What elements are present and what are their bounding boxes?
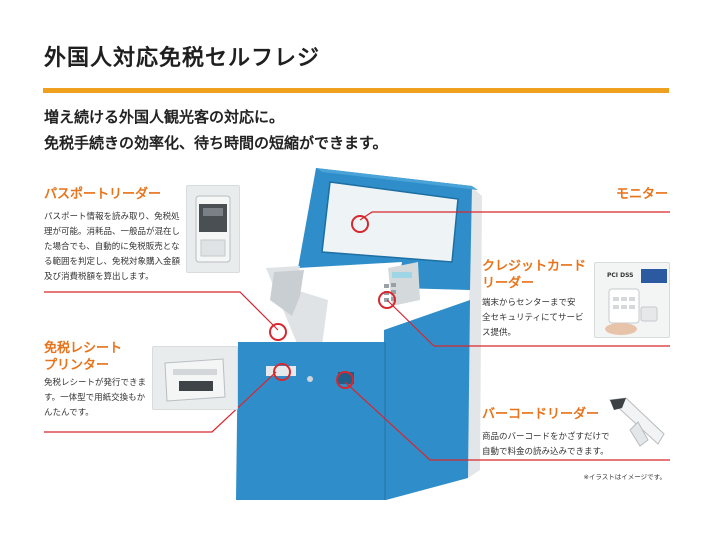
receipt-printer-description: 免税レシートが発行できま す。一体型で用紙交換もか んたんです。: [44, 378, 147, 418]
lead-line-1: 増え続ける外国人観光客の対応に。: [44, 108, 285, 126]
leader-passport: [44, 291, 279, 331]
pci-dss-badge: PCI DSS: [607, 272, 634, 279]
kiosk-lower-body: [236, 300, 470, 500]
title-rule: [43, 88, 669, 93]
card-reader-title: クレジットカード リーダー: [482, 259, 587, 291]
leader-barcode: [344, 381, 670, 461]
marker-monitor: [351, 215, 369, 233]
marker-card: [378, 291, 396, 309]
lead-line-2: 免税手続きの効率化、待ち時間の短縮ができます。: [44, 134, 388, 152]
barcode-reader-title: バーコードリーダー: [482, 407, 600, 422]
leader-printer: [44, 371, 277, 433]
leader-card: [386, 299, 670, 347]
monitor-screen: [321, 181, 459, 263]
kiosk-back-panel: [468, 185, 482, 478]
card-reader-description: 端末からセンターまで安 全セキュリティにてサービ ス提供。: [482, 298, 584, 338]
card-reader-photo: PCI DSS: [594, 262, 670, 338]
receipt-printer-title: 免税レシート プリンター: [44, 341, 123, 373]
passport-reader-photo: [186, 185, 240, 273]
barcode-scanner-photo: [608, 397, 665, 447]
barcode-reader-description: 商品のバーコードをかざすだけで 自動で料金の読み込みできます。: [482, 432, 610, 457]
illustration-note: ※イラストはイメージです。: [583, 473, 666, 481]
receipt-slot: [266, 366, 296, 376]
marker-passport: [269, 323, 287, 341]
marker-printer: [273, 363, 291, 381]
marker-barcode: [336, 371, 354, 389]
page-title: 外国人対応免税セルフレジ: [44, 46, 321, 71]
passport-reader-title: パスポートリーダー: [44, 187, 162, 202]
monitor-title: モニター: [616, 187, 669, 202]
receipt-printer-photo: [152, 346, 238, 410]
passport-reader-description: パスポート情報を読み取り、免税処 理が可能。消耗品、一般品が混在し た場合でも、…: [44, 212, 181, 282]
